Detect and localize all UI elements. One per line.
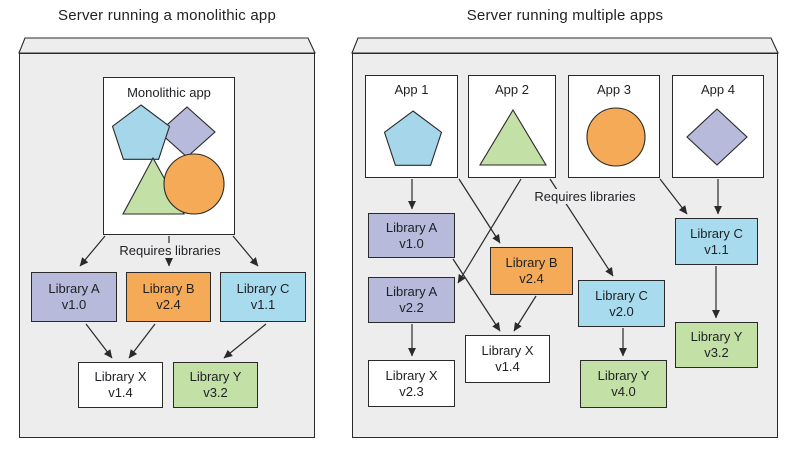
monolithic-app-box: Monolithic app <box>103 77 235 235</box>
lib-version: v2.4 <box>519 271 544 286</box>
lib-version: v1.4 <box>108 385 133 400</box>
app2-shape <box>479 108 547 166</box>
app-label: App 2 <box>495 82 529 97</box>
left-lib-y-box: Library Y v3.2 <box>173 362 258 408</box>
app2-box: App 2 <box>468 75 556 178</box>
lib-name: Library A <box>385 284 438 299</box>
right-lib-x14-box: Library X v1.4 <box>465 335 550 383</box>
right-lib-a22-box: Library A v2.2 <box>368 277 455 323</box>
lib-name: Library X <box>385 367 438 383</box>
right-lib-y40-box: Library Y v4.0 <box>580 360 667 408</box>
right-panel-title: Server running multiple apps <box>466 7 664 24</box>
app4-box: App 4 <box>672 75 764 178</box>
left-lib-b-box: Library B v2.4 <box>126 272 211 322</box>
lib-name: Library X <box>481 343 534 358</box>
right-server-top-face <box>351 37 779 54</box>
lib-name: Library Y <box>189 369 242 384</box>
right-lib-c20-box: Library C v2.0 <box>578 280 665 327</box>
app1-shape <box>383 110 443 166</box>
lib-name: Library B <box>505 255 558 270</box>
lib-version: v3.2 <box>704 345 729 360</box>
lib-name: Library C <box>595 287 648 303</box>
lib-name: Library A <box>48 281 100 296</box>
left-lib-x-box: Library X v1.4 <box>78 362 163 408</box>
app-label: App 3 <box>597 82 631 97</box>
lib-version: v1.1 <box>250 297 276 312</box>
circle-icon <box>586 107 646 167</box>
triangle-icon <box>479 108 547 166</box>
app3-shape <box>586 107 646 167</box>
circle-icon <box>163 153 225 215</box>
lib-name: Library Y <box>597 368 650 383</box>
pentagon-icon <box>383 110 443 166</box>
left-panel-title: Server running a monolithic app <box>58 7 276 24</box>
lib-version: v2.2 <box>399 300 424 315</box>
app-label: App 4 <box>701 82 735 97</box>
lib-name: Library X <box>94 369 147 384</box>
monolithic-app-label: Monolithic app <box>127 85 211 100</box>
lib-version: v4.0 <box>611 384 636 399</box>
lib-name: Library B <box>142 281 195 296</box>
right-requires-label: Requires libraries <box>526 189 644 204</box>
monolithic-app-shapes <box>111 104 225 215</box>
lib-version: v1.1 <box>704 241 729 257</box>
lib-version: v3.2 <box>203 385 228 400</box>
lib-name: Library C <box>236 281 290 296</box>
pentagon-icon <box>111 104 171 160</box>
right-lib-a10-box: Library A v1.0 <box>368 213 455 258</box>
lib-name: Library Y <box>690 329 743 344</box>
app-label: App 1 <box>394 82 429 97</box>
left-lib-c-box: Library C v1.1 <box>220 272 306 322</box>
lib-name: Library A <box>385 219 438 235</box>
left-server-top-face <box>18 37 316 54</box>
app3-box: App 3 <box>568 75 660 178</box>
lib-version: v1.4 <box>495 359 520 374</box>
lib-version: v2.0 <box>609 303 634 319</box>
left-requires-label: Requires libraries <box>111 243 229 258</box>
right-lib-b24-box: Library B v2.4 <box>490 247 573 295</box>
lib-version: v2.4 <box>156 297 181 312</box>
left-lib-a-box: Library A v1.0 <box>31 272 117 322</box>
lib-version: v1.0 <box>399 235 424 251</box>
right-lib-y32-box: Library Y v3.2 <box>675 322 758 368</box>
lib-version: v1.0 <box>61 297 87 312</box>
lib-name: Library C <box>690 225 743 241</box>
right-lib-x23-box: Library X v2.3 <box>368 360 455 407</box>
diamond-icon <box>686 108 748 166</box>
app4-shape <box>686 108 748 166</box>
app1-box: App 1 <box>365 75 458 178</box>
right-lib-c11-box: Library C v1.1 <box>675 218 758 265</box>
lib-version: v2.3 <box>399 383 424 399</box>
